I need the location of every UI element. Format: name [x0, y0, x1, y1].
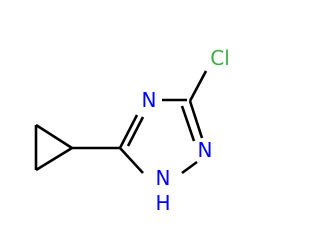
atom-label-h: H	[155, 191, 170, 215]
atom-label-n2: N	[198, 138, 213, 162]
bond-c3-cl	[188, 70, 208, 102]
atom-label-n4: N	[142, 88, 157, 112]
bond-c3-n2	[188, 100, 204, 139]
atom-label-cl: Cl	[210, 46, 230, 70]
bond-c5-n4	[118, 114, 139, 149]
bond-n1-c5	[119, 147, 144, 174]
bond-n2-n1	[181, 160, 198, 175]
bond-c5-n4-inner	[126, 116, 145, 147]
bond-c3-n2-inner	[180, 105, 196, 142]
bond-cyclopropyl-c	[35, 146, 73, 172]
bond-cyclopropyl-a	[35, 123, 73, 150]
molecule-structure: Cl N N N H	[34, 46, 230, 215]
atom-label-n1: N	[156, 166, 171, 190]
